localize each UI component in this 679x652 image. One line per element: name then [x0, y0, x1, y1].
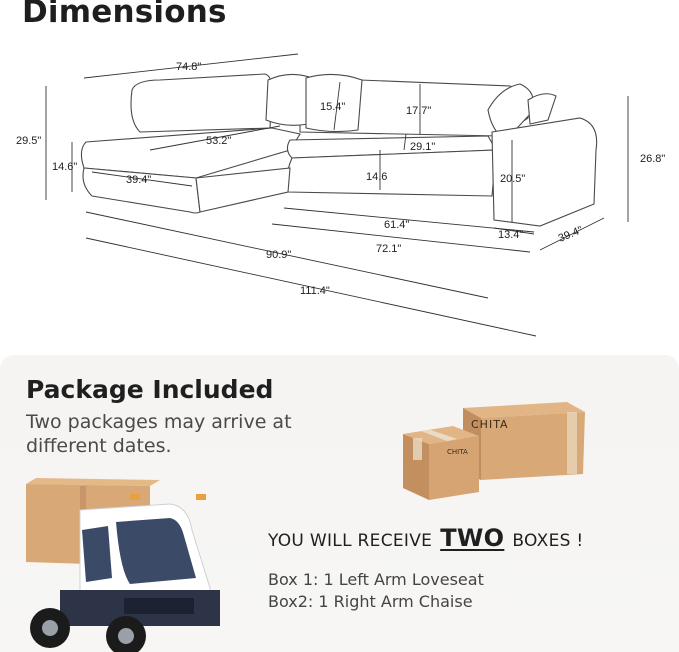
package-note: Two packages may arrive at different dat…: [26, 411, 292, 457]
dim-left-height: 29.5": [16, 135, 41, 147]
dim-overall-depth-top: 74.8": [176, 61, 201, 73]
dim-pillow-height: 15.4": [320, 101, 345, 113]
dim-seat-height-center: 14.6: [366, 171, 387, 183]
box-brand-label: CHITA: [471, 418, 509, 431]
box-front: CHITA: [403, 426, 479, 500]
receive-prefix: YOU WILL RECEIVE: [268, 531, 433, 551]
dim-arm-width: 13.4": [498, 229, 523, 241]
dimension-labels: 74.8" 15.4" 17.7" 29.5" 53.2" 29.1" 26.8…: [16, 61, 665, 297]
dim-seat-width: 61.4": [384, 219, 409, 231]
dim-right-height: 26.8": [640, 153, 665, 165]
dim-chaise-length: 53.2": [206, 135, 231, 147]
page-title: Dimensions: [22, 0, 227, 30]
box-back: CHITA: [463, 402, 585, 480]
box-brand-label-small: CHITA: [447, 448, 468, 456]
delivery-truck-illustration: [26, 478, 220, 652]
shipping-boxes-illustration: CHITA CHITA: [403, 402, 585, 500]
sofa-illustration: [80, 73, 598, 227]
dim-loveseat-width: 72.1": [376, 243, 401, 255]
sofa-dimension-diagram: 74.8" 15.4" 17.7" 29.5" 53.2" 29.1" 26.8…: [16, 53, 665, 337]
receive-suffix: BOXES !: [512, 531, 584, 551]
dim-back-height: 17.7": [406, 105, 431, 117]
dim-overall-width: 111.4": [300, 285, 330, 297]
dim-seat-depth: 29.1": [410, 141, 435, 153]
receive-boxes-message: YOU WILL RECEIVE TWO BOXES !: [268, 524, 584, 552]
dim-arm-height: 20.5": [500, 173, 525, 185]
package-title: Package Included: [26, 375, 274, 404]
dim-chaise-width: 39.4": [126, 174, 151, 186]
dimension-lines: [45, 53, 629, 337]
box-2-contents: Box2: 1 Right Arm Chaise: [268, 592, 473, 611]
dim-sofa-width: 90.9": [266, 249, 291, 261]
receive-count: TWO: [440, 524, 505, 552]
box-1-contents: Box 1: 1 Left Arm Loveseat: [268, 570, 484, 589]
dim-depth-right: 39.4": [557, 224, 585, 245]
dim-seat-height-left: 14.6": [52, 161, 77, 173]
